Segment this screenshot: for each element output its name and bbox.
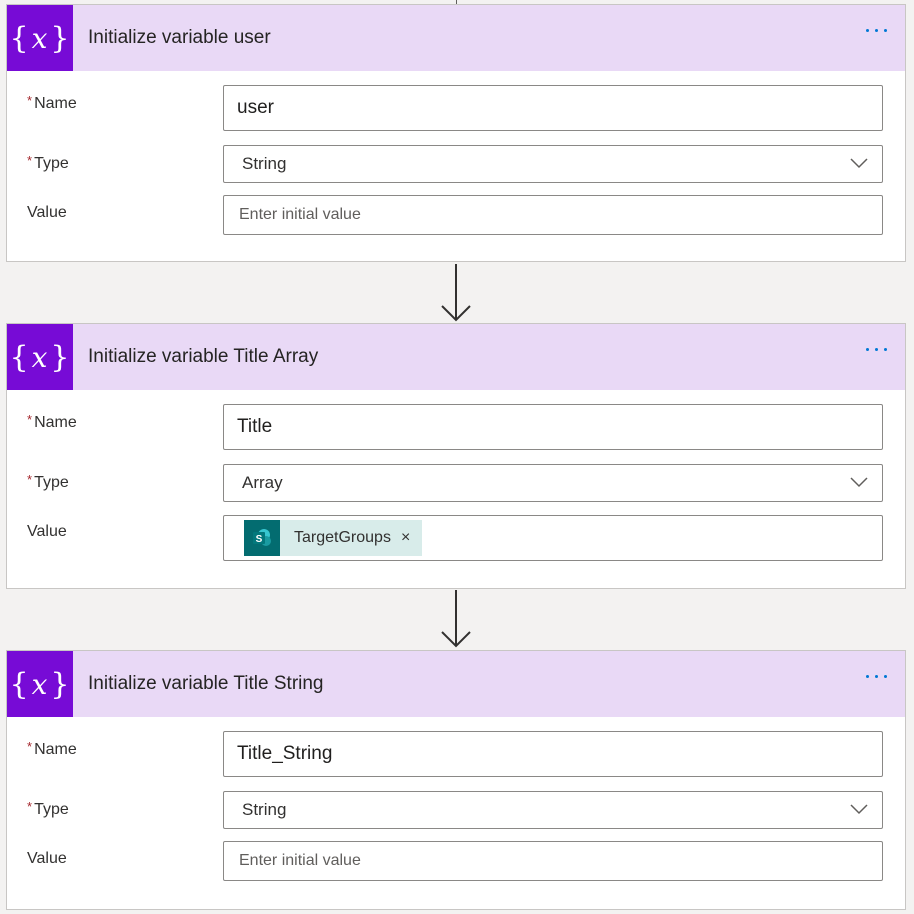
- type-label: *Type: [27, 153, 69, 172]
- value-placeholder: Enter initial value: [239, 852, 361, 869]
- type-dropdown[interactable]: String: [223, 791, 883, 829]
- svg-text:S: S: [256, 534, 263, 545]
- type-dropdown-value: Array: [242, 473, 283, 492]
- ellipsis-icon[interactable]: [866, 29, 887, 32]
- token-label: TargetGroups: [294, 529, 391, 546]
- action-card-initialize-title-array: {x} Initialize variable Title Array *Nam…: [6, 323, 906, 589]
- type-dropdown[interactable]: Array: [223, 464, 883, 502]
- action-card-initialize-title-string: {x} Initialize variable Title String *Na…: [6, 650, 906, 910]
- type-dropdown-value: String: [242, 800, 287, 819]
- ellipsis-icon[interactable]: [866, 348, 887, 351]
- chevron-down-icon: [850, 804, 868, 815]
- type-label: *Type: [27, 472, 69, 491]
- card-header[interactable]: {x} Initialize variable Title String: [7, 651, 905, 717]
- type-dropdown[interactable]: String: [223, 145, 883, 183]
- variable-icon: {x}: [7, 5, 73, 71]
- flow-arrow-icon: [441, 264, 471, 322]
- variable-icon: {x}: [7, 651, 73, 717]
- type-label: *Type: [27, 799, 69, 818]
- card-title: Initialize variable user: [88, 27, 271, 48]
- value-label: Value: [27, 204, 67, 221]
- connector-top: [456, 0, 457, 4]
- name-input[interactable]: user: [223, 85, 883, 131]
- value-label: Value: [27, 523, 67, 540]
- sharepoint-icon: S: [244, 520, 280, 556]
- chevron-down-icon: [850, 158, 868, 169]
- name-label: *Name: [27, 739, 77, 758]
- value-input[interactable]: Enter initial value: [223, 195, 883, 235]
- name-input[interactable]: Title: [223, 404, 883, 450]
- name-input[interactable]: Title_String: [223, 731, 883, 777]
- card-title: Initialize variable Title Array: [88, 346, 319, 367]
- name-label: *Name: [27, 412, 77, 431]
- value-input[interactable]: Enter initial value: [223, 841, 883, 881]
- close-icon[interactable]: ×: [400, 529, 411, 546]
- type-dropdown-value: String: [242, 154, 287, 173]
- card-body: *Name user *Type String Value Enter init…: [7, 71, 905, 261]
- card-header[interactable]: {x} Initialize variable user: [7, 5, 905, 71]
- card-header[interactable]: {x} Initialize variable Title Array: [7, 324, 905, 390]
- value-input[interactable]: S TargetGroups ×: [223, 515, 883, 561]
- card-body: *Name Title *Type Array Value S TargetGr…: [7, 390, 905, 588]
- chevron-down-icon: [850, 477, 868, 488]
- card-body: *Name Title_String *Type String Value En…: [7, 717, 905, 909]
- card-title: Initialize variable Title String: [88, 673, 324, 694]
- variable-icon: {x}: [7, 324, 73, 390]
- value-label: Value: [27, 850, 67, 867]
- action-card-initialize-user: {x} Initialize variable user *Name user …: [6, 4, 906, 262]
- flow-arrow-icon: [441, 590, 471, 648]
- name-label: *Name: [27, 93, 77, 112]
- dynamic-content-token[interactable]: S TargetGroups ×: [244, 520, 423, 556]
- ellipsis-icon[interactable]: [866, 675, 887, 678]
- value-placeholder: Enter initial value: [239, 206, 361, 223]
